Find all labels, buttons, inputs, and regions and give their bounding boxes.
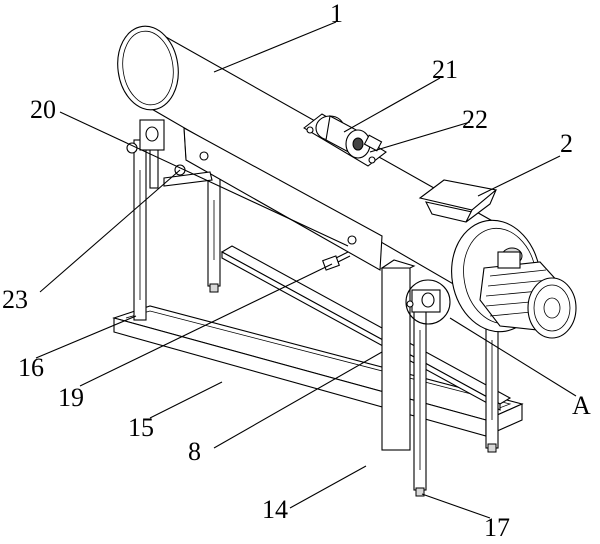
label-20: 20 [30,95,56,124]
feed-hopper [418,179,498,223]
label-A: A [572,391,591,420]
label-17: 17 [484,513,510,542]
label-1: 1 [330,0,343,28]
front-legs [133,139,427,497]
detail-a-marker [405,279,451,325]
label-8: 8 [188,437,201,466]
label-23: 23 [2,285,28,314]
label-19: 19 [58,383,84,412]
label-14: 14 [262,495,288,524]
part-labels: 1 2 20 21 22 23 16 19 15 8 A 14 17 [2,0,591,542]
screen-plate [183,127,383,271]
leader-lines [35,21,577,519]
label-21: 21 [432,55,458,84]
cylinder-drum [117,25,513,319]
label-15: 15 [128,413,154,442]
drive-motor [479,251,577,339]
bolt [322,251,351,271]
label-22: 22 [462,105,488,134]
label-16: 16 [18,353,44,382]
label-2: 2 [560,129,573,158]
top-motor [303,113,387,167]
